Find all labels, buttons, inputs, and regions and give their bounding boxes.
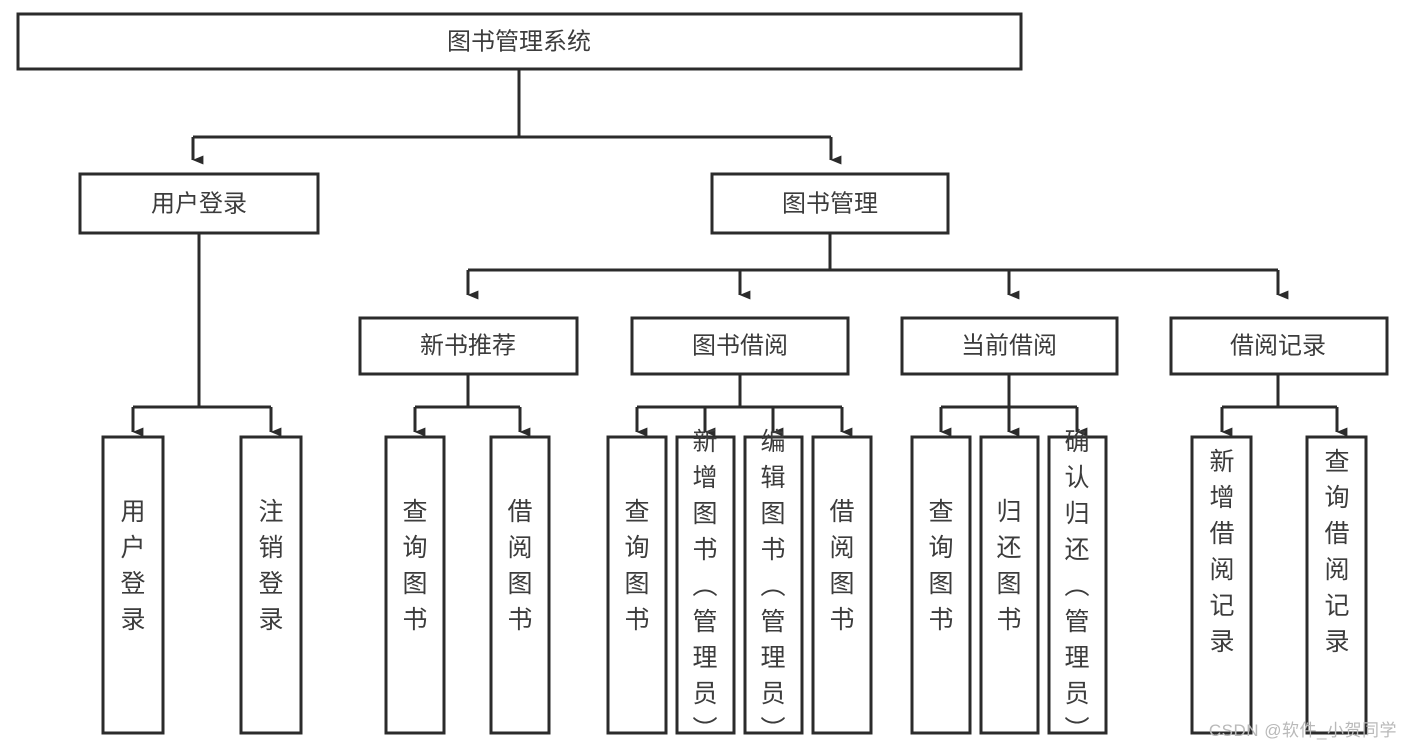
- leaf-label-vertical: 归还图书: [996, 498, 1021, 634]
- connector-newbook-to-leaves: [413, 374, 531, 437]
- leaf-newbook-query-book[interactable]: 查询图书: [384, 435, 446, 735]
- leaf-label-vertical: 注销登录: [258, 498, 283, 634]
- node-borrow-record[interactable]: 借阅记录: [1169, 316, 1389, 376]
- leaf-newbook-borrow-book[interactable]: 借阅图书: [489, 435, 551, 735]
- node-root-label: 图书管理系统: [447, 28, 591, 55]
- leaf-label-vertical: 确认归还︵管理员︶: [1064, 428, 1089, 744]
- node-book-borrow-label: 图书借阅: [692, 332, 788, 359]
- leaf-bookborrow-add-book[interactable]: 新增图书︵管理员︶: [675, 428, 736, 744]
- leaf-label-vertical: 新增借阅记录: [1209, 448, 1234, 656]
- connector-userlogin-to-leaves: [131, 233, 282, 437]
- connector-root-to-level2: [191, 69, 842, 165]
- node-borrow-record-label: 借阅记录: [1230, 332, 1326, 359]
- leaf-label-vertical: 查询图书: [402, 498, 427, 634]
- leaf-currentborrow-query-book[interactable]: 查询图书: [910, 435, 972, 735]
- leaf-label-vertical: 编辑图书︵管理员︶: [760, 428, 785, 744]
- node-root[interactable]: 图书管理系统: [16, 12, 1023, 71]
- node-current-borrow-label: 当前借阅: [961, 332, 1057, 359]
- node-book-management[interactable]: 图书管理: [710, 172, 950, 235]
- leaf-label-vertical: 借阅图书: [829, 498, 854, 634]
- leaf-label-vertical: 查询图书: [928, 498, 953, 634]
- node-book-borrow[interactable]: 图书借阅: [630, 316, 850, 376]
- connector-bookborrow-to-leaves: [635, 374, 853, 437]
- node-current-borrow[interactable]: 当前借阅: [900, 316, 1119, 376]
- leaf-user-login-login[interactable]: 用户登录: [101, 435, 165, 735]
- leaf-label-vertical: 查询借阅记录: [1324, 448, 1349, 656]
- connector-borrowrecord-to-leaves: [1220, 374, 1348, 437]
- leaf-bookborrow-borrow-book[interactable]: 借阅图书: [811, 435, 873, 735]
- leaf-bookborrow-edit-book[interactable]: 编辑图书︵管理员︶: [743, 428, 804, 744]
- node-book-management-label: 图书管理: [782, 190, 878, 217]
- node-new-book-recommend[interactable]: 新书推荐: [358, 316, 579, 376]
- leaf-label-vertical: 借阅图书: [507, 498, 532, 634]
- leaf-borrowrecord-query-record[interactable]: 查询借阅记录: [1305, 435, 1368, 735]
- connector-currentborrow-to-leaves: [939, 374, 1088, 437]
- leaf-borrowrecord-add-record[interactable]: 新增借阅记录: [1190, 435, 1253, 735]
- leaf-user-login-logout[interactable]: 注销登录: [239, 435, 303, 735]
- node-user-login-label: 用户登录: [151, 190, 247, 217]
- leaf-currentborrow-confirm-return[interactable]: 确认归还︵管理员︶: [1047, 428, 1108, 744]
- connector-bookmgmt-to-level3: [466, 233, 1289, 300]
- csdn-watermark: CSDN @软件_小贺同学: [1208, 721, 1397, 740]
- leaf-currentborrow-return-book[interactable]: 归还图书: [979, 435, 1040, 735]
- leaf-label-vertical: 查询图书: [624, 498, 649, 634]
- leaf-label-vertical: 用户登录: [120, 498, 145, 634]
- node-new-book-recommend-label: 新书推荐: [420, 332, 516, 359]
- node-user-login[interactable]: 用户登录: [78, 172, 320, 235]
- leaf-label-vertical: 新增图书︵管理员︶: [692, 428, 717, 744]
- leaf-bookborrow-query-book[interactable]: 查询图书: [606, 435, 668, 735]
